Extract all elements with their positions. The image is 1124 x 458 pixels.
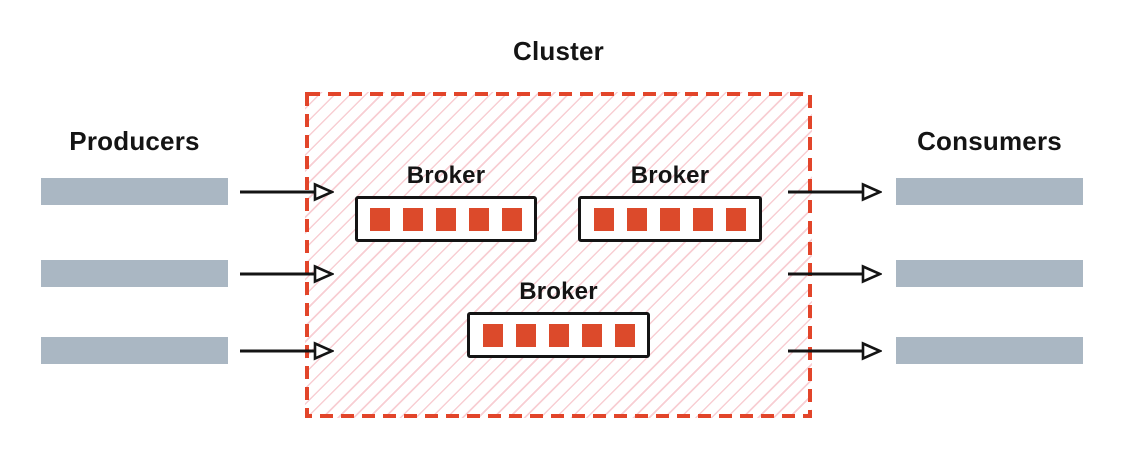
partition-slot [660, 207, 680, 231]
partition-slot [502, 207, 522, 231]
producer-to-cluster-arrow [239, 264, 336, 284]
producer-to-cluster-arrow [239, 182, 336, 202]
producer-to-cluster-arrow [239, 341, 336, 361]
cluster-boundary [305, 92, 812, 418]
consumers-label: Consumers [917, 126, 1062, 156]
partition-slot [581, 323, 602, 347]
broker-3-label: Broker [519, 277, 598, 305]
partition-slot [594, 207, 614, 231]
broker-1-box [355, 196, 537, 242]
partition-slot [548, 323, 569, 347]
partition-slot [614, 323, 635, 347]
broker-3-partitions [482, 323, 635, 347]
broker-1-partitions [370, 207, 522, 231]
producer-bar [41, 178, 228, 205]
cluster-to-consumer-arrow [787, 264, 884, 284]
partition-slot [482, 323, 503, 347]
broker-2-label: Broker [630, 161, 710, 189]
cluster-title: Cluster [513, 36, 604, 66]
producer-bar [41, 337, 228, 364]
partition-slot [436, 207, 456, 231]
partition-slot [403, 207, 423, 231]
broker-2-box [578, 196, 762, 242]
broker-3: Broker [467, 278, 650, 358]
partition-slot [469, 207, 489, 231]
partition-slot [726, 207, 746, 231]
broker-3-box [467, 312, 650, 358]
broker-2: Broker [578, 162, 762, 242]
producer-bar [41, 260, 228, 287]
broker-2-partitions [594, 207, 746, 231]
partition-slot [370, 207, 390, 231]
consumer-bar [896, 178, 1083, 205]
partition-slot [515, 323, 536, 347]
broker-1-label: Broker [406, 161, 486, 189]
consumer-bar [896, 337, 1083, 364]
cluster-to-consumer-arrow [787, 182, 884, 202]
producers-label: Producers [69, 126, 200, 156]
consumer-bar [896, 260, 1083, 287]
broker-1: Broker [355, 162, 537, 242]
cluster-dashed-border-icon [305, 92, 812, 418]
partition-slot [693, 207, 713, 231]
partition-slot [627, 207, 647, 231]
cluster-to-consumer-arrow [787, 341, 884, 361]
